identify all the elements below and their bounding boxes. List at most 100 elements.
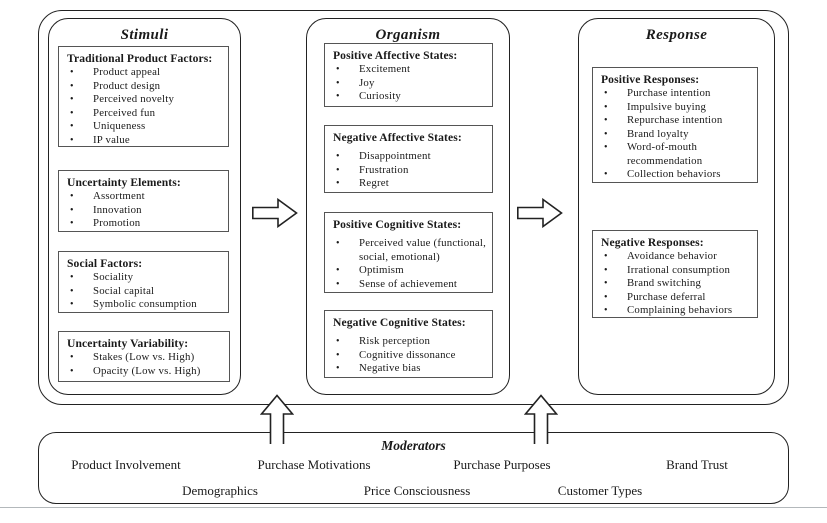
bullet-list: •Disappointment •Frustration •Regret [333,150,489,191]
bullet-list: •Avoidance behavior •Irrational consumpt… [601,250,754,317]
moderator-demographics: Demographics [182,483,258,498]
bullet-list: •Risk perception •Cognitive dissonance •… [333,335,489,376]
bullet-icon: • [70,94,74,105]
box-heading: Social Factors: [67,257,143,270]
bullet-icon: • [336,151,340,162]
list-item: •Assortment [67,190,225,204]
bullet-icon: • [604,251,608,262]
box-heading: Traditional Product Factors: [67,52,213,65]
bullet-icon: • [70,191,74,202]
box-positive-affective-states: Positive Affective States: •Excitement •… [324,43,493,107]
list-item: •Brand switching [601,277,754,291]
list-item: •Innovation [67,204,225,218]
bullet-icon: • [336,336,340,347]
list-item: •Purchase intention [601,87,754,101]
list-item: •Product appeal [67,66,225,80]
list-item: •Frustration [333,164,489,178]
box-uncertainty-variability: Uncertainty Variability: •Stakes (Low vs… [58,331,230,382]
bullet-icon: • [604,305,608,316]
bullet-icon: • [604,115,608,126]
list-item: •Sociality [67,271,225,285]
moderator-purchase-purposes: Purchase Purposes [453,457,551,472]
box-heading: Negative Cognitive States: [333,316,466,329]
moderator-purchase-motivations: Purchase Motivations [257,457,371,472]
bullet-icon: • [336,77,340,89]
list-item: •Cognitive dissonance [333,349,489,363]
box-negative-cognitive-states: Negative Cognitive States: •Risk percept… [324,310,493,378]
up-arrow-icon [524,394,558,444]
list-item: •Optimism [333,264,489,278]
bullet-list: •Purchase intention •Impulsive buying •R… [601,87,754,182]
bullet-icon: • [70,121,74,132]
box-heading: Positive Cognitive States: [333,218,462,231]
right-arrow-icon [517,198,563,228]
bullet-icon: • [336,164,340,176]
list-item: •Opacity (Low vs. High) [67,365,226,379]
bullet-list: •Sociality •Social capital •Symbolic con… [67,271,225,312]
list-item: •Uniqueness [67,120,225,134]
bullet-icon: • [604,169,608,180]
box-uncertainty-elements: Uncertainty Elements: •Assortment •Innov… [58,170,229,232]
bullet-list: •Assortment •Innovation •Promotion [67,190,225,231]
bullet-list: •Perceived value (functional, social, em… [333,237,489,291]
list-item: •Perceived novelty [67,93,225,107]
list-item: •Purchase deferral [601,291,754,305]
bullet-icon: • [336,278,340,290]
bullet-icon: • [70,80,74,92]
bullet-icon: • [336,363,340,374]
box-heading: Positive Responses: [601,73,700,86]
box-heading: Uncertainty Variability: [67,337,189,350]
list-item: •Irrational consumption [601,264,754,278]
bullet-icon: • [336,349,340,361]
bullet-icon: • [70,272,74,283]
stimuli-column-title: Stimuli [120,27,169,43]
list-item: •Symbolic consumption [67,298,225,312]
response-column-title: Response [645,27,708,43]
bottom-divider [0,507,827,508]
bullet-icon: • [336,238,340,249]
bullet-icon: • [70,218,74,229]
box-negative-affective-states: Negative Affective States: •Disappointme… [324,125,493,193]
list-item: •Promotion [67,217,225,231]
moderator-product-involvement: Product Involvement [71,457,181,472]
bullet-list: •Stakes (Low vs. High) •Opacity (Low vs.… [67,351,226,378]
list-item: •IP value [67,134,225,147]
box-heading: Negative Responses: [601,236,704,249]
bullet-list: •Product appeal •Product design •Perceiv… [67,66,225,147]
moderator-customer-types: Customer Types [557,483,643,498]
list-item: •Perceived fun [67,107,225,121]
box-positive-responses: Positive Responses: •Purchase intention … [592,67,758,183]
box-heading: Uncertainty Elements: [67,176,181,189]
list-item: •Avoidance behavior [601,250,754,264]
bullet-list: •Excitement •Joy •Curiosity [333,63,489,104]
bullet-icon: • [604,291,608,303]
bullet-icon: • [70,204,74,216]
box-heading: Negative Affective States: [333,131,462,144]
bullet-icon: • [70,107,74,119]
moderators-title: Moderators [381,438,446,453]
moderator-price-consciousness: Price Consciousness [363,483,471,498]
moderator-brand-trust: Brand Trust [666,457,728,472]
bullet-icon: • [70,299,74,310]
bullet-icon: • [70,134,74,146]
up-arrow-icon [260,394,294,444]
list-item: •Perceived value (functional, social, em… [333,237,489,264]
list-item: •Curiosity [333,90,489,104]
bullet-icon: • [70,67,74,78]
list-item: •Negative bias [333,362,489,376]
bullet-icon: • [604,88,608,99]
organism-column-title: Organism [375,27,441,43]
box-negative-responses: Negative Responses: •Avoidance behavior … [592,230,758,318]
list-item: •Product design [67,80,225,94]
box-heading: Positive Affective States: [333,49,458,62]
list-item: •Disappointment [333,150,489,164]
bullet-icon: • [70,365,74,377]
list-item: •Social capital [67,285,225,299]
list-item: •Joy [333,77,489,91]
bullet-icon: • [336,64,340,75]
bullet-icon: • [604,128,608,140]
list-item: •Risk perception [333,335,489,349]
list-item: •Collection behaviors [601,168,754,182]
bullet-icon: • [604,142,608,153]
